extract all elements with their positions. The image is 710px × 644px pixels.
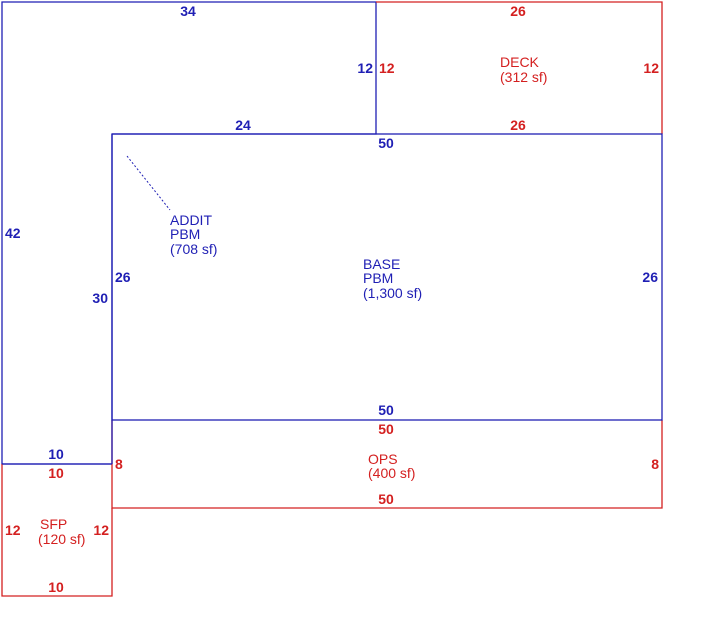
- base-area-label-line1: BASE: [363, 256, 400, 272]
- dim-deck-left: 12: [379, 60, 395, 76]
- deck-area-outline: [376, 1, 663, 134]
- dim-ops-bottom: 50: [378, 491, 394, 507]
- dim-ops-left: 8: [115, 456, 123, 472]
- addit-area-label-line2: PBM: [170, 226, 200, 242]
- dim-sfp-left: 12: [5, 522, 21, 538]
- dim-base-bottom: 50: [378, 402, 394, 418]
- dim-deck-right: 12: [643, 60, 659, 76]
- base-area-size: (1,300 sf): [363, 285, 422, 301]
- ops-area-label: OPS: [368, 451, 398, 467]
- dim-addit-inner-right: 12: [357, 60, 373, 76]
- dim-base-left: 26: [115, 269, 131, 285]
- sfp-area-label: SFP: [40, 516, 67, 532]
- ops-area-size: (400 sf): [368, 465, 415, 481]
- dim-sfp-bottom: 10: [48, 579, 64, 595]
- sfp-area-size: (120 sf): [38, 531, 85, 547]
- dim-ops-right: 8: [651, 456, 659, 472]
- dim-deck-bottom: 26: [510, 117, 526, 133]
- dim-addit-left: 42: [5, 225, 21, 241]
- dim-addit-bottom: 10: [48, 446, 64, 462]
- deck-area-size: (312 sf): [500, 69, 547, 85]
- addit-leader-line: [126, 155, 171, 211]
- base-area-label-line2: PBM: [363, 270, 393, 286]
- addit-area-size: (708 sf): [170, 241, 217, 257]
- sfp-area-outline: [1, 464, 113, 597]
- dim-base-right: 26: [642, 269, 658, 285]
- deck-area-label: DECK: [500, 54, 540, 70]
- dim-addit-inner-left: 30: [92, 290, 108, 306]
- dim-addit-inner-top: 24: [235, 117, 251, 133]
- dim-ops-top: 50: [378, 421, 394, 437]
- dim-deck-top: 26: [510, 3, 526, 19]
- dim-sfp-top: 10: [48, 465, 64, 481]
- dim-sfp-right: 12: [93, 522, 109, 538]
- addit-area-label-line1: ADDIT: [170, 212, 212, 228]
- dim-base-top: 50: [378, 135, 394, 151]
- dim-addit-top: 34: [180, 3, 196, 19]
